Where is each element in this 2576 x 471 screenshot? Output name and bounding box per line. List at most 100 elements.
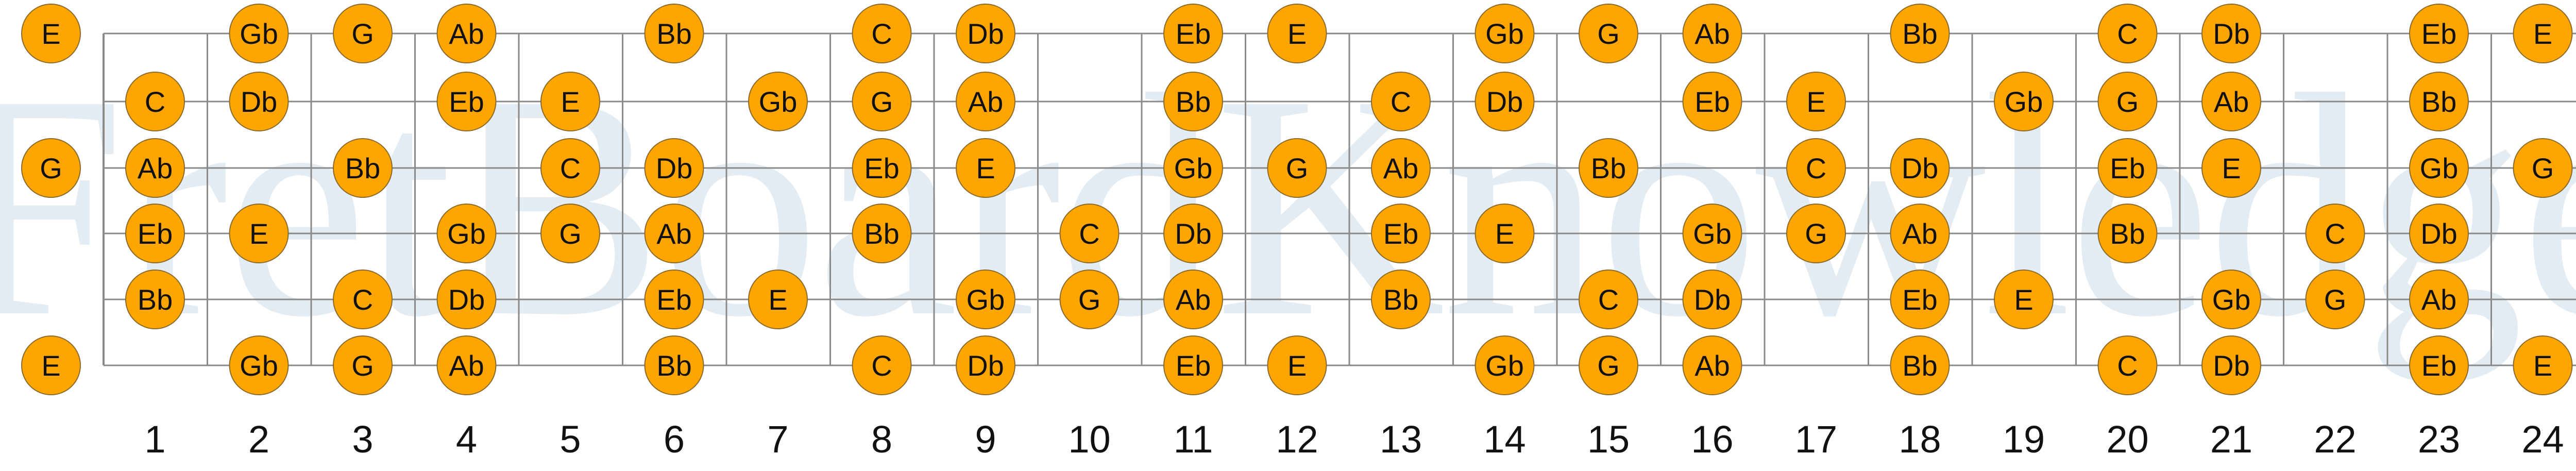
note-label: Ab bbox=[1176, 283, 1211, 316]
note-circle bbox=[1475, 204, 1535, 263]
note-label: Eb bbox=[2110, 152, 2145, 184]
note-string-1-fret-23: Eb bbox=[2409, 4, 2469, 63]
note-circle bbox=[436, 4, 497, 63]
note-label: Db bbox=[967, 349, 1004, 382]
note-label: C bbox=[352, 283, 373, 316]
note-label: C bbox=[145, 86, 165, 118]
note-string-2-fret-7: Gb bbox=[748, 72, 808, 131]
note-label: C bbox=[871, 18, 892, 50]
note-string-4-fret-11: Db bbox=[1163, 204, 1223, 263]
note-circle bbox=[1579, 335, 1638, 395]
note-string-3-fret-20: Eb bbox=[2097, 138, 2158, 198]
note-string-6-fret-12: E bbox=[1267, 335, 1327, 395]
note-circle bbox=[333, 138, 393, 198]
note-label: Gb bbox=[240, 18, 278, 50]
note-circle bbox=[1579, 270, 1638, 329]
note-circle bbox=[1163, 138, 1223, 198]
note-string-5-fret-16: Db bbox=[1682, 270, 1742, 329]
fret-number-21: 21 bbox=[2210, 418, 2252, 461]
note-circle bbox=[1059, 270, 1120, 329]
note-string-6-fret-15: G bbox=[1579, 335, 1638, 395]
note-circle bbox=[644, 204, 704, 263]
note-label: C bbox=[560, 152, 581, 184]
note-label: E bbox=[2533, 349, 2552, 382]
note-circle bbox=[2513, 335, 2573, 395]
note-string-4-fret-10: C bbox=[1059, 204, 1120, 263]
note-circle bbox=[956, 138, 1015, 198]
note-label: C bbox=[1079, 217, 1099, 250]
note-label: Ab bbox=[138, 152, 173, 184]
note-label: Eb bbox=[1176, 349, 1211, 382]
note-circle bbox=[1371, 72, 1431, 131]
note-string-2-fret-17: E bbox=[1786, 72, 1846, 131]
note-circle bbox=[852, 138, 912, 198]
note-string-4-fret-18: Ab bbox=[1890, 204, 1950, 263]
fret-number-4: 4 bbox=[456, 418, 477, 461]
note-string-1-fret-4: Ab bbox=[436, 4, 497, 63]
note-circle bbox=[21, 138, 81, 198]
note-circle bbox=[21, 335, 81, 395]
note-label: G bbox=[1597, 349, 1620, 382]
note-circle bbox=[1682, 335, 1742, 395]
note-circle bbox=[852, 4, 912, 63]
note-string-6-fret-9: Db bbox=[956, 335, 1015, 395]
note-label: C bbox=[871, 349, 892, 382]
note-string-5-fret-3: C bbox=[333, 270, 393, 329]
note-circle bbox=[2305, 270, 2365, 329]
note-label: Ab bbox=[449, 18, 484, 50]
note-label: Ab bbox=[1694, 349, 1730, 382]
note-string-5-fret-22: G bbox=[2305, 270, 2365, 329]
note-string-3-fret-18: Db bbox=[1890, 138, 1950, 198]
note-circle bbox=[2305, 204, 2365, 263]
note-circle bbox=[1682, 270, 1742, 329]
note-label: Ab bbox=[449, 349, 484, 382]
note-circle bbox=[436, 270, 497, 329]
note-circle bbox=[956, 4, 1015, 63]
fret-number-3: 3 bbox=[352, 418, 373, 461]
note-circle bbox=[1682, 204, 1742, 263]
note-circle bbox=[1890, 138, 1950, 198]
note-label: Db bbox=[2213, 18, 2250, 50]
note-label: Ab bbox=[1694, 18, 1730, 50]
note-string-5-fret-10: G bbox=[1059, 270, 1120, 329]
note-label: Bb bbox=[864, 217, 900, 250]
note-label: G bbox=[351, 349, 374, 382]
note-label: Db bbox=[1486, 86, 1523, 118]
note-circle bbox=[1059, 204, 1120, 263]
fret-number-7: 7 bbox=[767, 418, 788, 461]
note-string-3-fret-23: Gb bbox=[2409, 138, 2469, 198]
note-string-4-fret-2: E bbox=[229, 204, 289, 263]
note-label: Bb bbox=[1383, 283, 1419, 316]
note-circle bbox=[852, 204, 912, 263]
note-string-1-fret-24: E bbox=[2513, 4, 2573, 63]
note-label: Db bbox=[448, 283, 485, 316]
note-string-3-fret-17: C bbox=[1786, 138, 1846, 198]
note-label: G bbox=[2116, 86, 2139, 118]
open-note-string-1: E bbox=[21, 4, 81, 63]
note-string-1-fret-6: Bb bbox=[644, 4, 704, 63]
note-string-2-fret-2: Db bbox=[229, 72, 289, 131]
note-circle bbox=[1890, 270, 1950, 329]
note-circle bbox=[2513, 138, 2573, 198]
note-label: Ab bbox=[2421, 283, 2457, 316]
note-string-5-fret-18: Eb bbox=[1890, 270, 1950, 329]
note-string-1-fret-2: Gb bbox=[229, 4, 289, 63]
note-circle bbox=[2201, 72, 2261, 131]
note-label: Db bbox=[967, 18, 1004, 50]
note-circle bbox=[644, 4, 704, 63]
note-label: Bb bbox=[656, 18, 692, 50]
note-label: Bb bbox=[1176, 86, 1211, 118]
note-circle bbox=[436, 72, 497, 131]
note-string-1-fret-20: C bbox=[2097, 4, 2158, 63]
fret-number-14: 14 bbox=[1483, 418, 1526, 461]
note-string-2-fret-11: Bb bbox=[1163, 72, 1223, 131]
note-circle bbox=[852, 335, 912, 395]
note-circle bbox=[2409, 270, 2469, 329]
fret-number-11: 11 bbox=[1174, 418, 1213, 461]
note-circle bbox=[1890, 335, 1950, 395]
note-label: Db bbox=[656, 152, 693, 184]
note-circle bbox=[333, 335, 393, 395]
note-string-2-fret-16: Eb bbox=[1682, 72, 1742, 131]
note-circle bbox=[125, 204, 185, 263]
note-string-3-fret-11: Gb bbox=[1163, 138, 1223, 198]
